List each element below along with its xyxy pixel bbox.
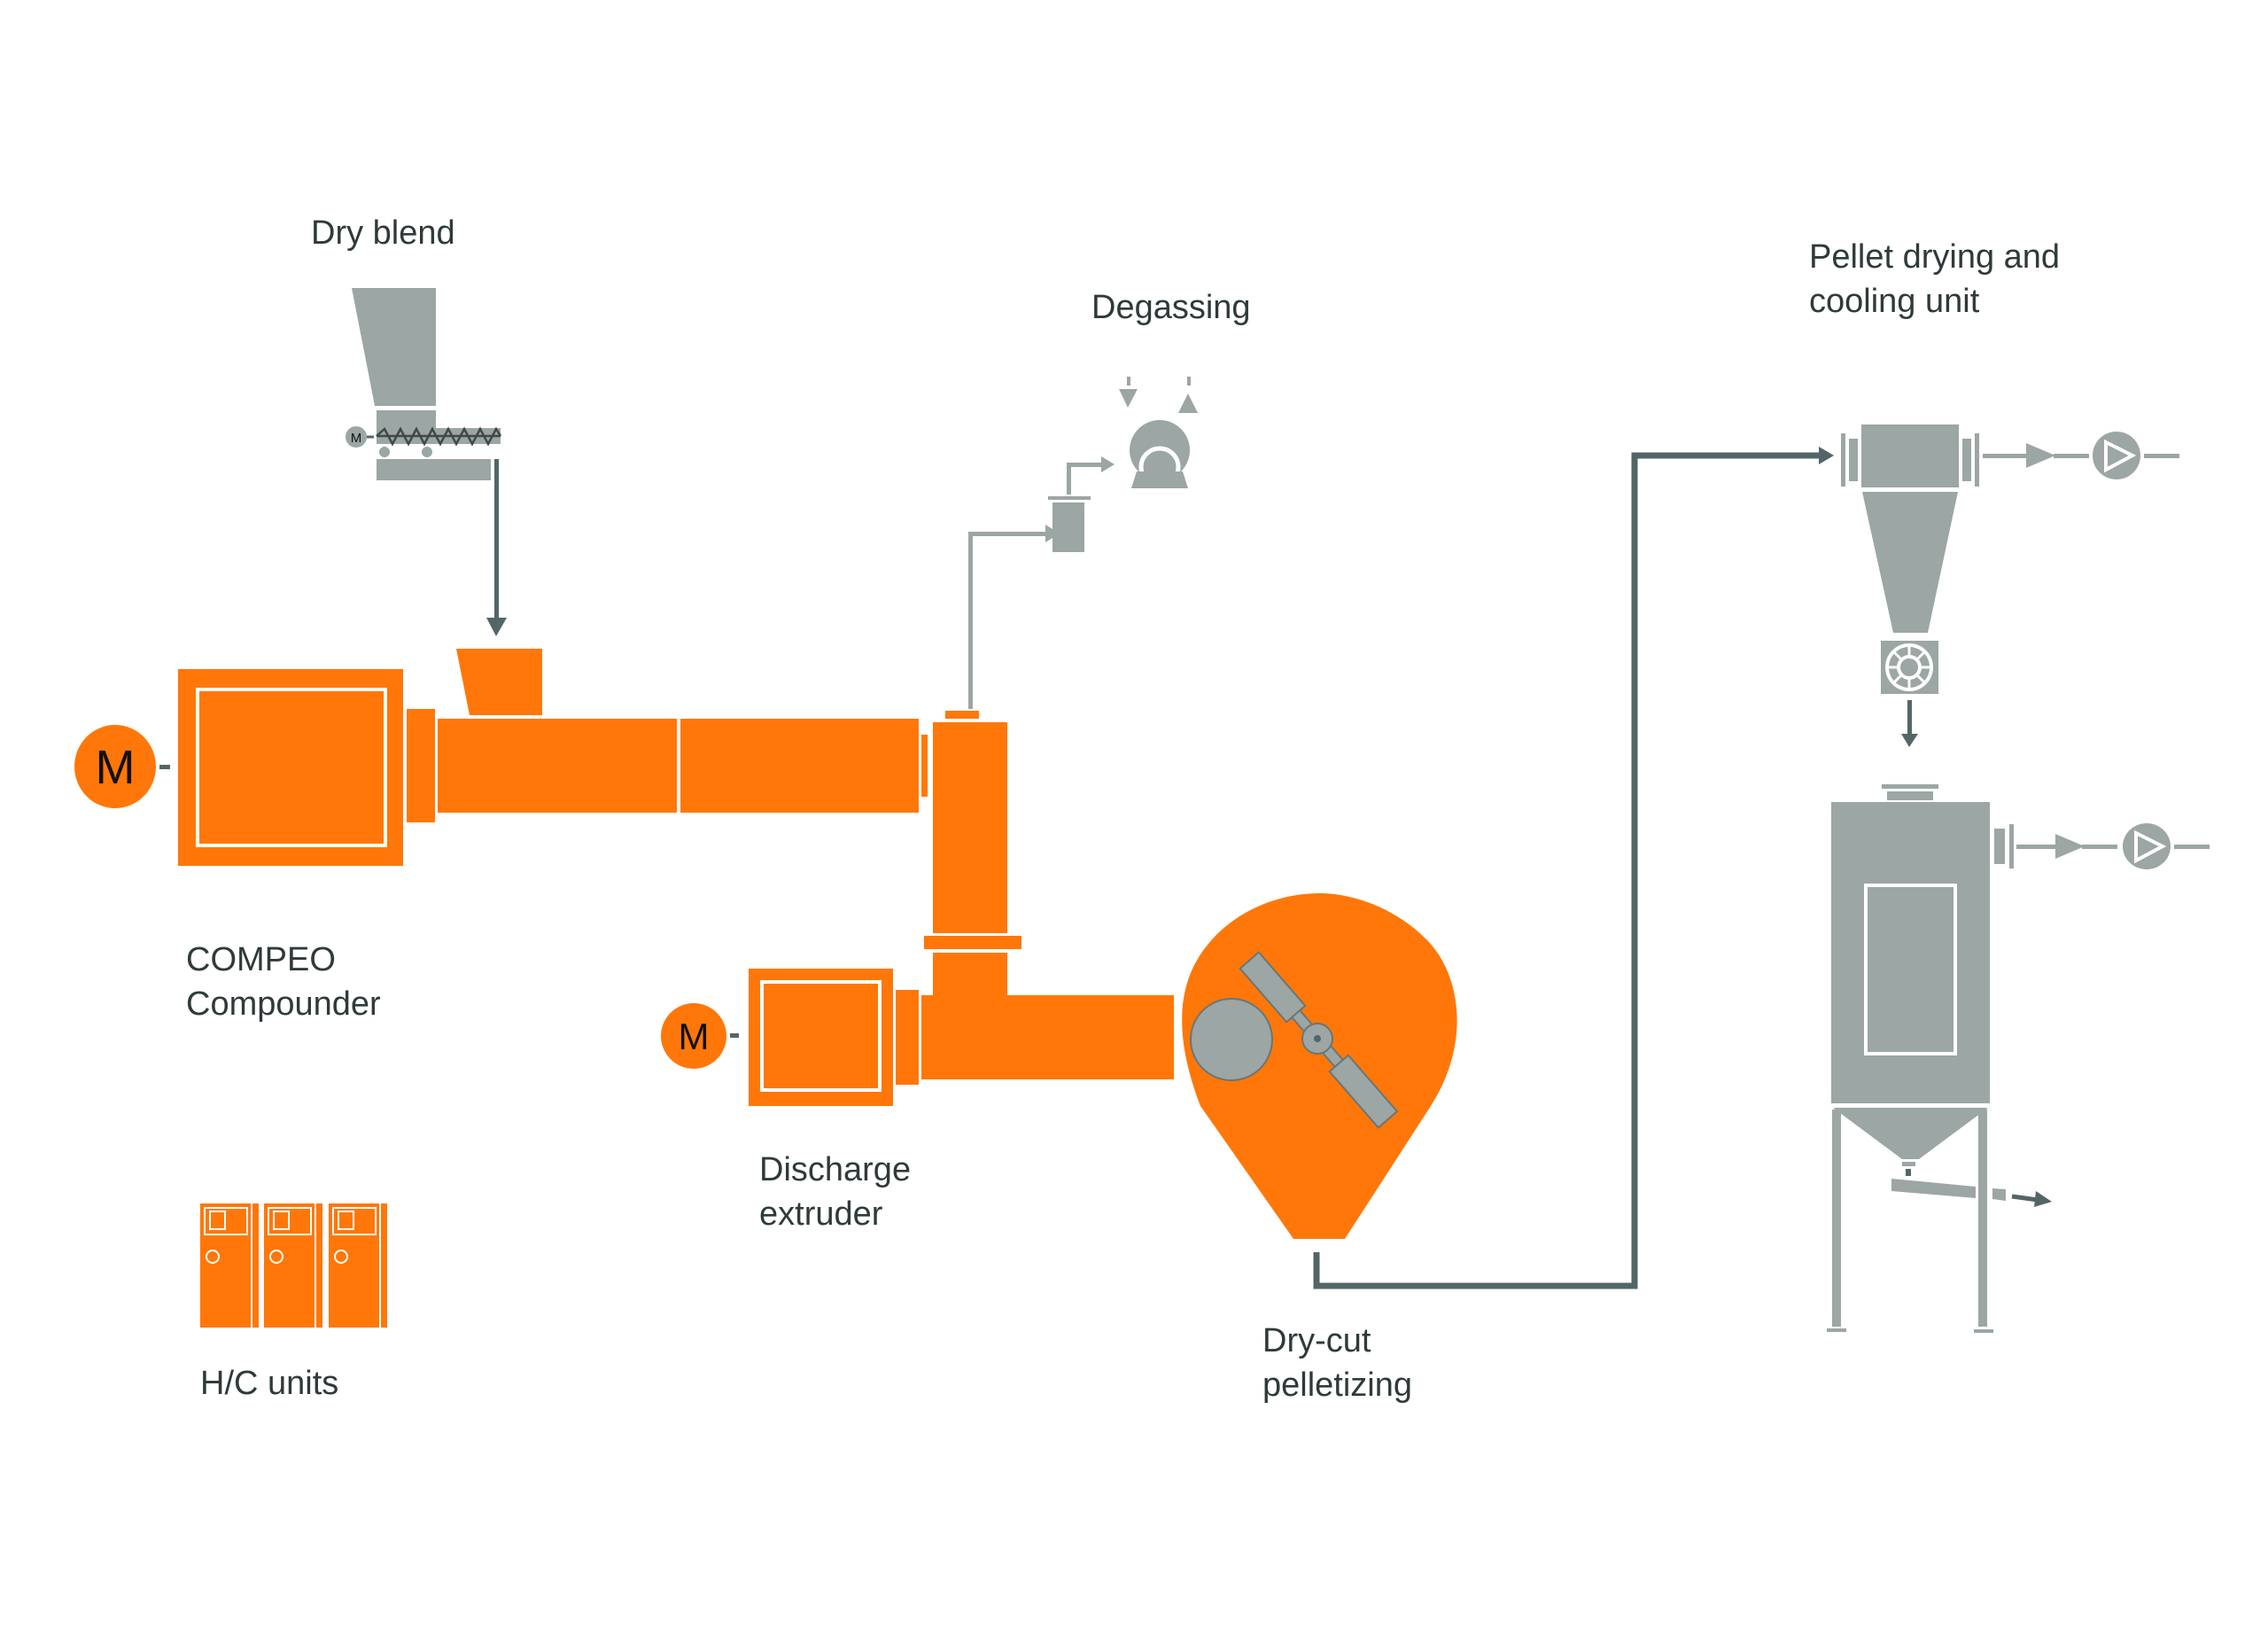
condensate-trap-icon [1048,496,1091,552]
air-flange [2009,824,2014,868]
gearbox-icon [178,669,403,866]
scale-base [377,459,491,480]
extruder-barrel-icon [438,719,677,813]
vent-line [968,532,1048,536]
product-out-line [2011,1194,2039,1203]
cyclone-icon [1841,424,1979,633]
control-cabinet-icon [329,1203,387,1328]
flow-arrow-icon [1819,447,1834,464]
cutter-blade-icon [1239,951,1399,1129]
main-motor-icon: M [74,725,170,808]
flow-arrow-icon [2026,443,2055,468]
vent-line [1067,463,1102,467]
discharge-motor-label: M [679,1016,710,1057]
hc-units [200,1203,387,1328]
vent-line [968,532,973,709]
air-line [2144,454,2179,458]
gas-inlet-line [1127,377,1130,385]
pellet-line [1907,700,1912,736]
dry-blend-feeder: M [346,288,507,636]
compeo-compounder: M [74,649,1021,999]
feeder-block [377,410,436,430]
flow-arrow-icon [1119,389,1138,408]
silo-icon [1827,784,1993,1333]
label-degassing: Degassing [1091,289,1251,326]
transfer-pipe-lower [933,953,1007,999]
blower-icon [2093,432,2140,479]
main-motor-label: M [96,741,136,794]
gearbox-icon [749,969,893,1106]
discharge-screw [1891,1179,1976,1198]
vent-line [1067,464,1071,495]
vent-port [945,711,979,719]
transfer-pipe [933,722,1007,933]
feeder-motor-label: M [351,431,362,446]
air-line [2174,845,2210,849]
degassing-unit [968,377,1198,709]
label-dry-blend: Dry blend [311,214,455,252]
air-flange [1994,829,2005,864]
discharge-extruder: M [661,969,1174,1106]
feeder-motor-icon: M [346,426,374,448]
pellet-conveying-line [1313,452,1821,1289]
discharge-motor-icon: M [661,1003,739,1069]
barrel-end-flange [921,735,928,797]
hopper-icon [352,288,436,406]
feed-line [494,459,499,619]
extruder-barrel-icon [680,719,919,813]
barrel-flange [407,709,435,822]
barrel-flange [896,990,919,1085]
pelletizer-icon [1182,447,1834,1289]
scale-wheel-icon [422,447,432,457]
label-dry-cut-pelletizing: Dry-cut pelletizing [1262,1322,1412,1404]
label-compeo-compounder: COMPEO Compounder [186,941,381,1023]
blower-icon [2123,823,2171,869]
control-cabinet-icon [200,1203,259,1328]
die-plate-icon [1190,998,1273,1081]
pipe-flange [924,936,1021,949]
label-hc-units: H/C units [200,1365,339,1402]
control-cabinet-icon [264,1203,322,1328]
air-line [2082,845,2117,849]
flow-arrow-icon [2034,1191,2052,1207]
flow-arrow-icon [1101,456,1115,472]
vacuum-pump-icon [1130,420,1190,488]
gas-outlet-line [1187,377,1191,385]
pellet-drying-cooling-unit [1827,424,2210,1333]
label-discharge-extruder: Discharge extruder [759,1151,912,1233]
label-pellet-drying-cooling: Pellet drying and cooling unit [1809,238,2061,320]
flow-arrow-icon [2055,834,2085,859]
air-line [2016,845,2056,849]
scale-wheel-icon [379,447,390,457]
flow-arrow-icon [1901,734,1918,747]
air-line [2054,454,2089,458]
feed-hopper-icon [456,649,542,715]
air-line [1983,454,2027,458]
rotary-valve-icon [1881,641,1938,694]
flow-arrow-icon [1178,393,1198,413]
extruder-barrel-icon [921,995,1174,1079]
flow-arrow-icon [486,618,507,636]
screw-flight [376,426,502,447]
discharge-screw-end [1992,1188,2006,1201]
